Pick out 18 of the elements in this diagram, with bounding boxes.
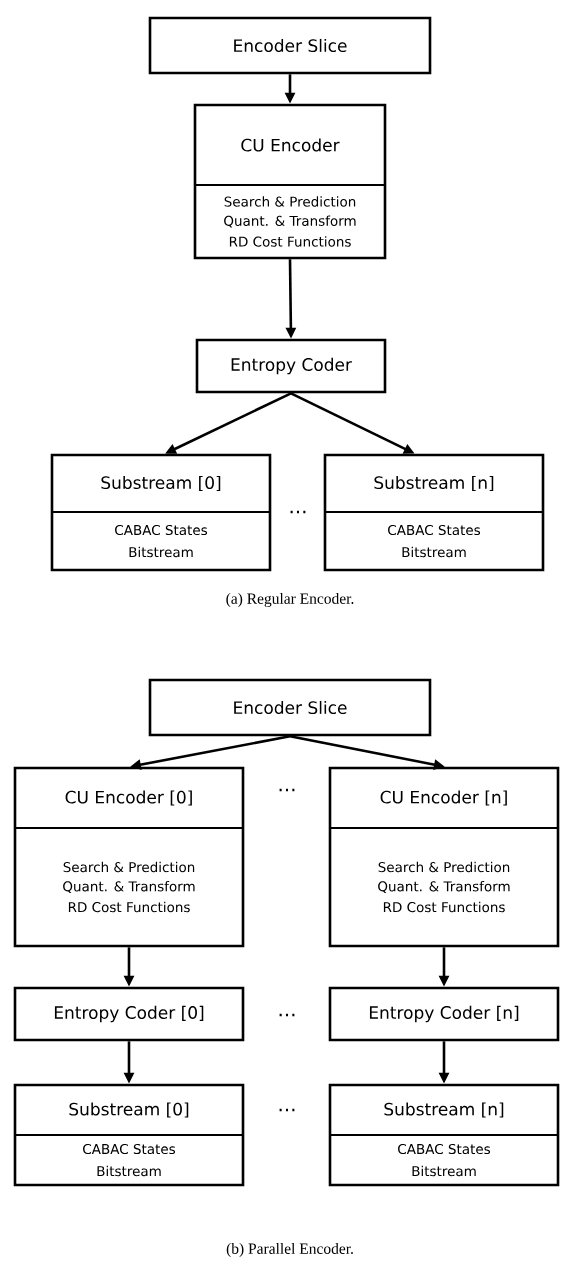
caption: (b) Parallel Encoder. [226, 1243, 353, 1258]
process-box: Substream [n] CABAC States Bitstream [323, 453, 545, 572]
process-box: Substream [n] CABAC States Bitstream [328, 1083, 560, 1187]
ellipsis: ... [290, 510, 306, 514]
process-box: Entropy Coder [195, 338, 387, 394]
process-box: Substream [0] CABAC States Bitstream [13, 1083, 245, 1187]
ellipsis: ... [279, 1013, 295, 1017]
ellipsis: ... [279, 788, 295, 792]
process-box: Encoder Slice [148, 16, 432, 75]
ellipsis: ... [279, 1108, 295, 1112]
process-box: Encoder Slice [148, 678, 432, 737]
process-box: Substream [0] CABAC States Bitstream [50, 453, 272, 572]
process-box: Entropy Coder [0] [13, 986, 245, 1042]
caption: (a) Regular Encoder. [226, 592, 354, 608]
process-box: CU Encoder [0] Search & Prediction Quant. & Transform RD Cost Functions [13, 766, 245, 948]
process-box: CU Encoder [n] Search & Prediction Quant. & Transform RD Cost Functions [328, 766, 560, 948]
process-box: Entropy Coder [n] [328, 986, 560, 1042]
process-box: CU Encoder Search & Prediction Quant. & Transform RD Cost Functions [193, 103, 387, 260]
